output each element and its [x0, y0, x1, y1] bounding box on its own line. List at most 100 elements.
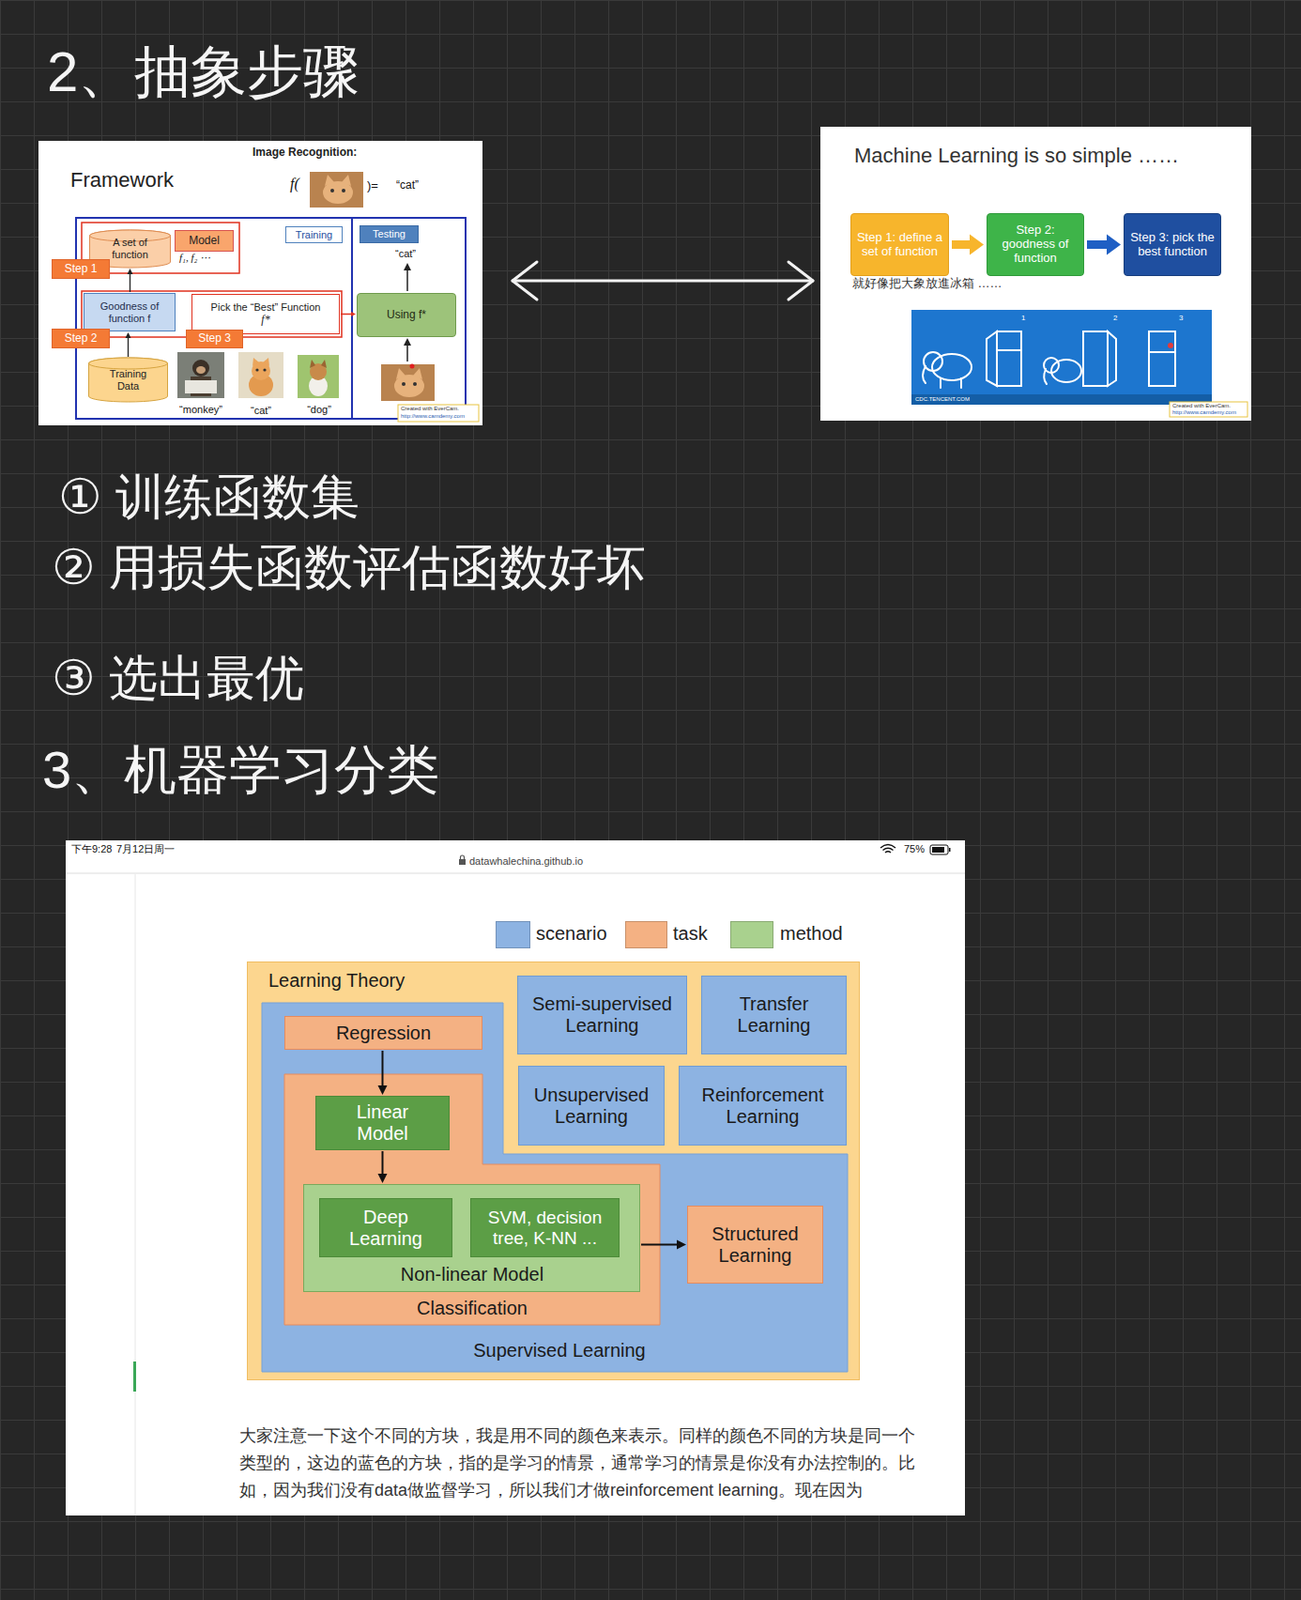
- box-text: SVM, decision tree, K-NN ...: [474, 1207, 616, 1249]
- box-text: Semi-supervised Learning: [520, 993, 684, 1037]
- box-text: Classification: [378, 1297, 567, 1319]
- connector: [127, 268, 134, 292]
- connector: [125, 332, 132, 357]
- scenario-box: Transfer Learning: [701, 975, 847, 1055]
- cat-photo: [381, 364, 435, 402]
- cat-eye: [413, 382, 417, 386]
- cat-eye: [401, 382, 406, 386]
- dog-photo: [297, 354, 339, 398]
- cylinder-body: [89, 357, 169, 402]
- formula-text: f₁, f₂ ⋯: [179, 251, 211, 264]
- box-text: Non-linear Model: [378, 1263, 567, 1286]
- connector: [1086, 234, 1121, 256]
- arrow-head: [378, 1173, 388, 1183]
- connector-line: [1086, 240, 1109, 249]
- box-text: Transfer Learning: [727, 993, 822, 1037]
- cat-ear: [396, 367, 406, 380]
- flow-arrow: [406, 344, 409, 362]
- cat-eye: [341, 188, 346, 193]
- simple-slide: [820, 126, 1252, 421]
- handwritten-note: ② 用损失函数评估函数好坏: [51, 539, 646, 597]
- label-holder: f(: [290, 175, 300, 193]
- fridge-split: [1148, 351, 1176, 353]
- box-text: 就好像把大象放進冰箱 ……: [852, 276, 1134, 291]
- watermark-box: [397, 404, 479, 422]
- box-text: Structured Learning: [699, 1223, 812, 1267]
- cat-eye: [330, 188, 335, 193]
- label-holder: CDC.TENCENT.COM: [915, 396, 970, 403]
- box-text: Training Data: [99, 367, 158, 392]
- box-text: Step 1: [64, 262, 98, 276]
- cat-photo: [238, 352, 284, 398]
- dog-ear: [321, 359, 327, 368]
- step-tag: Step 2: [51, 328, 110, 349]
- elephant-trunk: [1043, 368, 1047, 384]
- box-text: Supervised Learning: [465, 1339, 654, 1362]
- text-holder: Learning Theory: [268, 969, 405, 992]
- region-outline: [261, 1002, 848, 1372]
- legend-text: scenario: [535, 922, 608, 945]
- text-holder: Machine Learning is so simple ……: [854, 143, 1244, 168]
- watermark: Created with EverCam.: [1172, 402, 1231, 410]
- scenario-box: Semi-supervised Learning: [517, 975, 688, 1055]
- box-text: Step 3: pick the best function: [1127, 230, 1218, 260]
- cat-ear: [262, 357, 270, 367]
- photo-caption: “dog”: [297, 403, 341, 416]
- phase-tag: Training: [285, 226, 343, 244]
- box-text: Step 3: [198, 332, 231, 346]
- label-holder: 2: [1113, 313, 1118, 322]
- box-text: Image Recognition:: [252, 146, 357, 160]
- label-holder: 2、抽象步骤: [46, 39, 360, 105]
- photo-caption: “cat”: [240, 404, 282, 417]
- box-text: Using f*: [386, 308, 427, 322]
- monkey-face: [196, 366, 206, 374]
- box-text: Step 2: goodness of function: [990, 223, 1081, 266]
- photo-ground: [177, 352, 225, 398]
- fridge-door: [986, 331, 997, 386]
- battery-level: [932, 846, 945, 853]
- connector-line: [129, 273, 131, 292]
- label-holder: 3、机器学习分类: [42, 739, 440, 800]
- label-holder: “cat”: [240, 404, 282, 417]
- elephant-legs: [940, 378, 962, 388]
- cat-eye: [255, 367, 259, 371]
- legend-text: task: [673, 922, 708, 945]
- label-holder: 7月12日周一: [116, 842, 175, 856]
- photo-ground: [297, 354, 339, 398]
- connector: [951, 234, 984, 256]
- label-holder: “cat”: [396, 179, 419, 193]
- legend-swatch: [625, 920, 668, 949]
- lock-icon: [459, 858, 466, 865]
- scenario-box: Reinforcement Learning: [678, 1065, 847, 1146]
- fridge: [996, 331, 1022, 386]
- slide-background: [38, 140, 483, 426]
- cylinder-top: [89, 357, 169, 369]
- fridge-door: [1107, 331, 1117, 386]
- battery-nub: [948, 847, 951, 852]
- label-holder: 75%: [903, 842, 925, 856]
- box-text: Step 1: define a set of function: [854, 230, 946, 260]
- connector-line: [641, 1243, 678, 1246]
- dog-ear: [309, 359, 316, 368]
- box-text: Training: [295, 229, 333, 242]
- box-text: Step 2: [64, 332, 98, 346]
- fridge-handle: [1167, 342, 1174, 349]
- pointer-dot: [410, 364, 415, 369]
- watermark: http://www.camdemy.com: [400, 413, 465, 420]
- lock-icon: [460, 855, 465, 859]
- connector-line: [512, 279, 813, 283]
- photo-ground: [309, 171, 364, 208]
- output-text: “cat”: [396, 179, 419, 193]
- flow-arrow: [406, 270, 409, 291]
- wifi-icon: [880, 844, 896, 854]
- text-holder: Image Recognition:: [252, 146, 357, 160]
- task-box: Structured Learning: [687, 1205, 824, 1284]
- label-holder: task: [673, 922, 708, 945]
- text-holder: Non-linear Model: [378, 1263, 567, 1286]
- box-text: Model: [188, 234, 220, 248]
- handwritten-note: ③ 选出最优: [51, 650, 305, 707]
- legend-swatch: [495, 920, 531, 949]
- text-holder: Supervised Learning: [465, 1339, 654, 1362]
- label-holder: Created with EverCam.: [400, 405, 460, 413]
- fridge: [1148, 331, 1176, 386]
